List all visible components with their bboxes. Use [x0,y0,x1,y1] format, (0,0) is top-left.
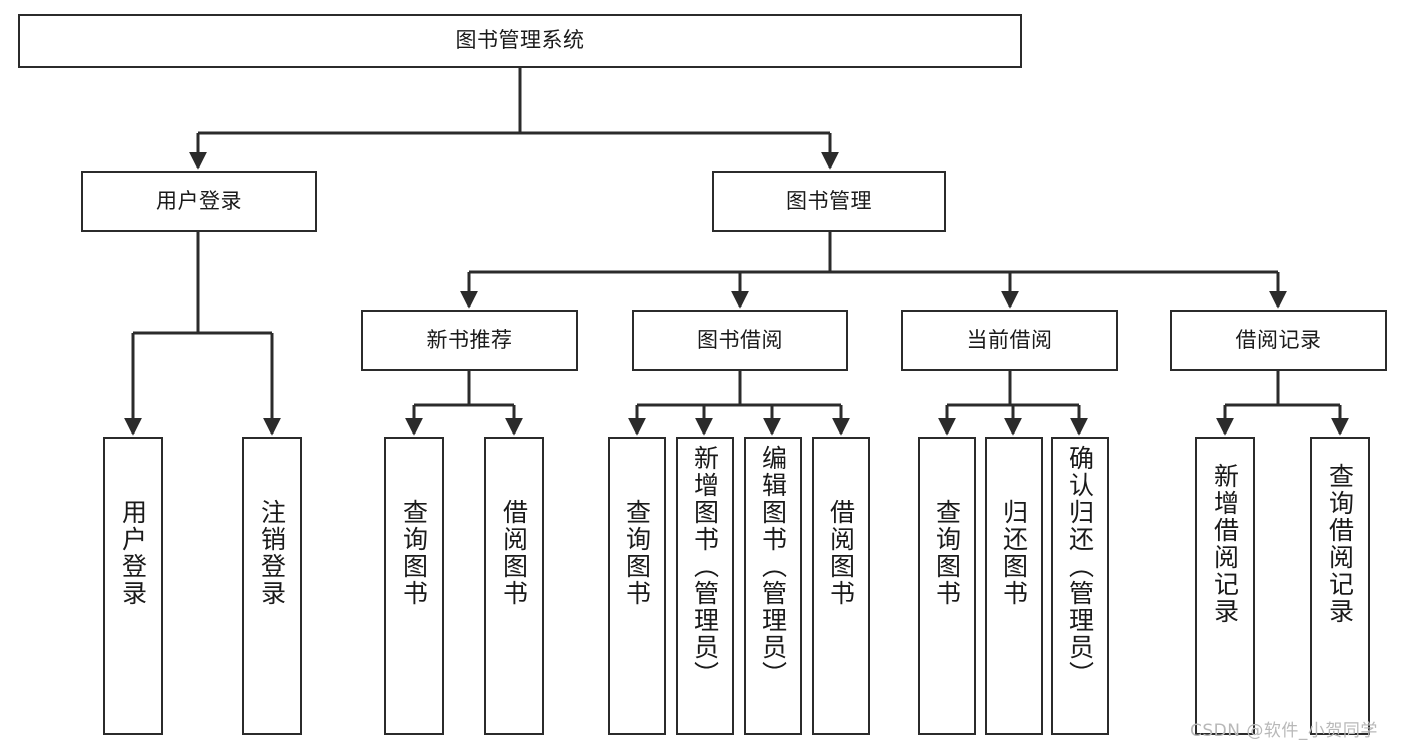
leaf-add-book[interactable]: 新增图书（管理员） [676,437,734,735]
leaf-confirm-return-label: 确认归还（管理员） [1065,445,1095,688]
leaf-query-book-3-label: 查询图书 [932,499,962,607]
leaf-edit-book[interactable]: 编辑图书（管理员） [744,437,802,735]
node-book-management[interactable]: 图书管理 [712,171,946,232]
node-book-borrow[interactable]: 图书借阅 [632,310,848,371]
leaf-add-record-label: 新增借阅记录 [1210,463,1240,625]
node-book-management-label: 图书管理 [786,188,872,213]
leaf-borrow-book-1[interactable]: 借阅图书 [484,437,544,735]
leaf-return-book[interactable]: 归还图书 [985,437,1043,735]
leaf-add-record[interactable]: 新增借阅记录 [1195,437,1255,735]
leaf-edit-book-label: 编辑图书（管理员） [758,445,788,688]
leaf-query-book-2[interactable]: 查询图书 [608,437,666,735]
leaf-logout-login-label: 注销登录 [257,499,287,607]
leaf-query-book-1[interactable]: 查询图书 [384,437,444,735]
leaf-return-book-label: 归还图书 [999,499,1029,607]
leaf-user-login[interactable]: 用户登录 [103,437,163,735]
leaf-add-book-label: 新增图书（管理员） [690,445,720,688]
node-new-book-recommend-label: 新书推荐 [426,327,513,352]
leaf-confirm-return[interactable]: 确认归还（管理员） [1051,437,1109,735]
leaf-logout-login[interactable]: 注销登录 [242,437,302,735]
leaf-query-record-label: 查询借阅记录 [1325,463,1355,625]
leaf-query-book-3[interactable]: 查询图书 [918,437,976,735]
leaf-query-record[interactable]: 查询借阅记录 [1310,437,1370,735]
node-new-book-recommend[interactable]: 新书推荐 [361,310,578,371]
node-book-borrow-label: 图书借阅 [697,327,783,352]
node-current-borrow[interactable]: 当前借阅 [901,310,1118,371]
node-user-login-label: 用户登录 [156,188,242,213]
leaf-user-login-label: 用户登录 [118,499,148,607]
leaf-borrow-book-1-label: 借阅图书 [499,499,529,607]
node-borrow-record[interactable]: 借阅记录 [1170,310,1387,371]
leaf-borrow-book-2[interactable]: 借阅图书 [812,437,870,735]
leaf-borrow-book-2-label: 借阅图书 [826,499,856,607]
watermark: CSDN @软件_小贺同学 [1190,721,1378,741]
node-current-borrow-label: 当前借阅 [966,327,1053,352]
leaf-query-book-1-label: 查询图书 [399,499,429,607]
node-borrow-record-label: 借阅记录 [1235,327,1322,352]
node-root[interactable]: 图书管理系统 [18,14,1022,68]
leaf-query-book-2-label: 查询图书 [622,499,652,607]
node-root-label: 图书管理系统 [455,28,585,53]
node-user-login[interactable]: 用户登录 [81,171,317,232]
